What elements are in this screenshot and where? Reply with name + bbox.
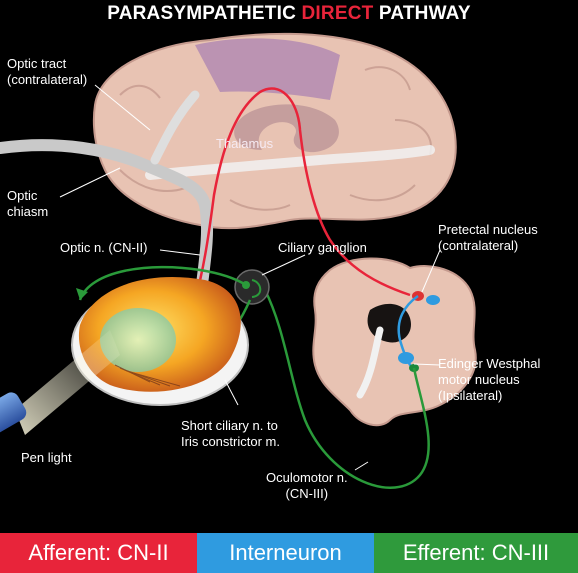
label-pretectal-nucleus: Pretectal nucleus (contralateral) [438,222,538,254]
label-short-ciliary-line2: Iris constrictor m. [181,434,280,449]
leader-optic-tract [94,84,151,131]
pen-light [0,330,120,441]
eye-loop-arrow [76,288,88,300]
leader-ew [413,363,441,366]
interneuron-path [397,294,419,369]
efferent-path [263,289,430,489]
title-highlight: DIRECT [301,3,374,24]
label-ew-line3: (Ipsilateral) [438,388,503,403]
leader-ciliary-ganglion [261,254,306,276]
brain [92,32,457,230]
label-pretectal-line1: Pretectal nucleus [438,222,538,237]
label-ew-nucleus: Edinger Westphal motor nucleus (Ipsilate… [438,356,540,404]
legend-afferent: Afferent: CN-II [0,533,197,573]
label-ciliary-ganglion: Ciliary ganglion [278,240,367,255]
label-optic-tract-line2: (contralateral) [7,72,88,87]
leader-optic-chiasm [59,167,121,198]
leader-short-ciliary [224,379,239,406]
legend: Afferent: CN-II Interneuron Efferent: CN… [0,533,578,573]
label-optic-chiasm: Optic chiasm [7,188,48,220]
label-oculomotor-line2: (CN-III) [285,486,329,501]
leader-optic-nerve [159,249,201,256]
leader-pretectal [421,249,441,293]
label-ew-line2: motor nucleus [438,372,520,387]
label-short-ciliary: Short ciliary n. to Iris constrictor m. [181,418,280,450]
diagram-title: PARASYMPATHETIC DIRECT PATHWAY [0,3,578,25]
pathway-illustration [0,32,477,489]
label-thalamus: Thalamus [216,136,274,151]
label-optic-tract-line1: Optic tract [7,56,67,71]
edinger-westphal-nucleus [398,352,419,372]
label-optic-tract: Optic tract (contralateral) [7,56,87,88]
eye-loop-path [78,265,247,301]
title-part-1: PARASYMPATHETIC [107,3,302,24]
label-pretectal-line2: (contralateral) [438,238,519,253]
eyeball [71,277,249,406]
label-ew-line1: Edinger Westphal [438,356,541,371]
legend-efferent: Efferent: CN-III [374,533,578,573]
label-optic-chiasm-line1: Optic [7,188,38,203]
label-oculomotor-line1: Oculomotor n. [266,470,348,485]
afferent-path [193,87,411,301]
label-pen-light: Pen light [21,450,72,465]
legend-interneuron: Interneuron [197,533,374,573]
label-short-ciliary-line1: Short ciliary n. to [181,418,278,433]
label-oculomotor: Oculomotor n. (CN-III) [266,470,348,502]
title-part-2: PATHWAY [373,3,471,24]
label-optic-nerve: Optic n. (CN-II) [60,240,148,255]
label-optic-chiasm-line2: chiasm [7,204,49,219]
leader-oculomotor [354,461,369,471]
ciliary-ganglion [234,269,270,305]
optic-tract-tube [150,90,200,165]
